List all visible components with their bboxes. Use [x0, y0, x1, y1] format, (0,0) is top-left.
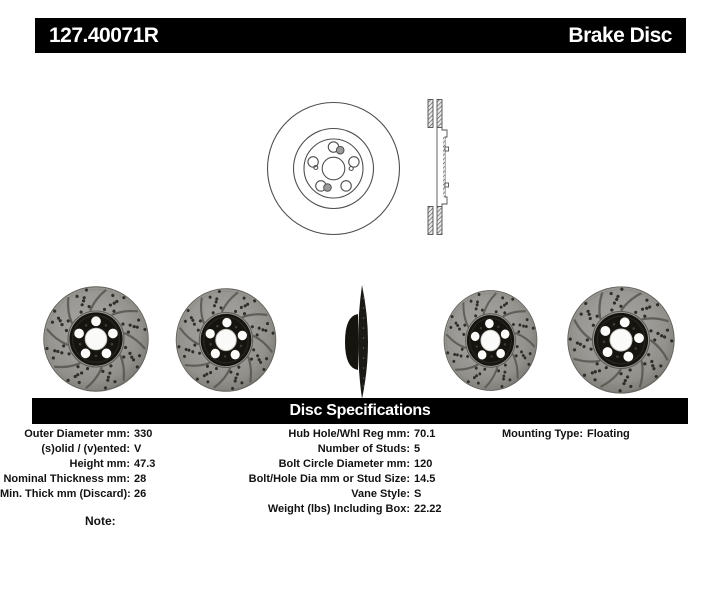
spec-label: Hub Hole/Whl Reg mm: [288, 428, 410, 440]
spec-value: 47.3 [134, 458, 156, 470]
spec-column-right: Mounting Type: Floating [466, 427, 630, 442]
spec-value: V [134, 443, 142, 455]
spec-row: Vane Style: S [230, 487, 442, 502]
spec-value: 14.5 [414, 473, 436, 485]
spec-value: 28 [134, 473, 147, 485]
spec-row: Nominal Thickness mm: 28 [0, 472, 155, 487]
spec-value: 5 [414, 443, 421, 455]
spec-row: Bolt/Hole Dia mm or Stud Size: 14.5 [230, 472, 442, 487]
spec-value: 330 [134, 428, 153, 440]
product-type-title: Brake Disc [568, 23, 672, 47]
brake-disc-front-line-drawing [266, 101, 401, 236]
spec-value: Floating [587, 428, 630, 440]
title-bar: 127.40071R Brake Disc [35, 18, 686, 53]
spec-column-middle: Hub Hole/Whl Reg mm: 70.1 Number of Stud… [230, 427, 442, 517]
spec-row: Weight (lbs) Including Box: 22.22 [230, 502, 442, 517]
rotor-photo-angled-left [171, 285, 281, 395]
spec-label: Vane Style: [351, 488, 410, 500]
spec-label: Bolt Circle Diameter mm: [278, 458, 410, 470]
spec-label: Bolt/Hole Dia mm or Stud Size: [248, 473, 410, 485]
spec-value: 26 [134, 488, 147, 500]
spec-label: (s)olid / (v)ented: [41, 443, 130, 455]
spec-label: Nominal Thickness mm: [3, 473, 130, 485]
rotor-photo-angled-right [437, 287, 544, 394]
spec-value: 70.1 [414, 428, 436, 440]
spec-label: Outer Diameter mm: [24, 428, 130, 440]
spec-row: Hub Hole/Whl Reg mm: 70.1 [230, 427, 442, 442]
brake-disc-section-line-drawing [427, 99, 449, 235]
spec-value: 120 [414, 458, 433, 470]
spec-column-left: Outer Diameter mm: 330 (s)olid / (v)ente… [0, 427, 155, 502]
spec-row: Outer Diameter mm: 330 [0, 427, 155, 442]
spec-row: Bolt Circle Diameter mm: 120 [230, 457, 442, 472]
spec-label: Height mm: [69, 458, 131, 470]
spec-row: Mounting Type: Floating [466, 427, 630, 442]
spec-section-title: Disc Specifications [289, 402, 431, 419]
spec-label: Weight (lbs) Including Box: [267, 503, 410, 515]
spec-row: Number of Studs: 5 [230, 442, 442, 457]
spec-label: Mounting Type: [501, 428, 583, 440]
spec-row: Height mm: 47.3 [0, 457, 156, 472]
spec-row: Min. Thick mm (Discard): 26 [0, 487, 155, 502]
spec-section-header: Disc Specifications [32, 398, 688, 424]
part-number: 127.40071R [49, 23, 159, 47]
spec-value: 22.22 [414, 503, 442, 515]
note-label: Note: [85, 514, 116, 528]
spec-value: S [414, 488, 422, 500]
rotor-photo-front-1 [40, 283, 152, 395]
rotor-photo-edge-profile [345, 285, 368, 399]
spec-label: Number of Studs: [317, 443, 410, 455]
rotor-photo-front-2 [563, 283, 679, 397]
spec-row: (s)olid / (v)ented: V [0, 442, 155, 457]
spec-label: Min. Thick mm (Discard): [0, 488, 131, 500]
